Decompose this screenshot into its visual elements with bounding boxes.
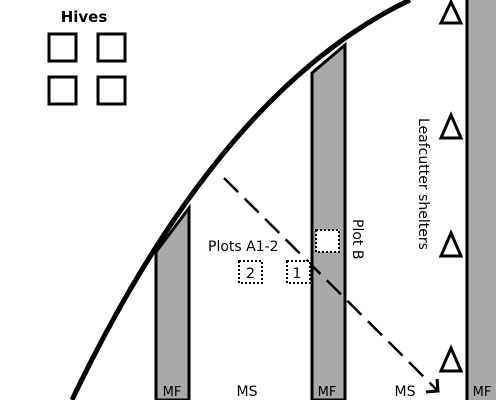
- shelter-triangle-icon: [438, 0, 464, 25]
- mf-strip-middle: [310, 41, 347, 400]
- strip-label-mf: MF: [473, 385, 492, 400]
- arrowhead-icon: [425, 378, 440, 394]
- strip-label-mf: MF: [318, 385, 337, 400]
- mf-strip-right: [465, 0, 496, 400]
- hives-group: Hives: [47, 8, 127, 106]
- hive-icon: [96, 32, 127, 63]
- strip-labels: MF MS MF MS MF: [163, 384, 492, 400]
- mf-strip-left: [154, 203, 191, 400]
- hive-icon: [96, 75, 127, 106]
- plots-a-label: Plots A1-2: [208, 239, 279, 255]
- plot-2-label: 2: [246, 266, 255, 282]
- strip-label-ms: MS: [237, 384, 258, 400]
- hives-label: Hives: [61, 8, 108, 26]
- plot-1-label: 1: [293, 266, 302, 282]
- plot-b-label: Plot B: [349, 219, 365, 259]
- hive-icon: [47, 32, 78, 63]
- plot-b-box: [315, 229, 340, 253]
- hive-icon: [47, 75, 78, 106]
- mf-strips: [154, 0, 496, 400]
- shelter-triangle-icon: [438, 229, 464, 258]
- leafcutter-shelters-group: Leafcutter shelters: [415, 0, 464, 373]
- transect-arrow: [223, 177, 440, 394]
- shelter-triangle-icon: [438, 111, 464, 140]
- plot-1-box: [286, 260, 311, 284]
- field-boundary-curve: [69, 0, 412, 400]
- plots-group: Plots A1-2 2 1 Plot B: [208, 219, 365, 284]
- plot-2-box: [238, 260, 263, 284]
- transect-dashed-line: [223, 177, 438, 391]
- shelter-triangle-icon: [438, 344, 464, 373]
- leafcutter-shelters-label: Leafcutter shelters: [415, 118, 431, 250]
- strip-label-mf: MF: [163, 385, 182, 400]
- strip-label-ms: MS: [395, 384, 416, 400]
